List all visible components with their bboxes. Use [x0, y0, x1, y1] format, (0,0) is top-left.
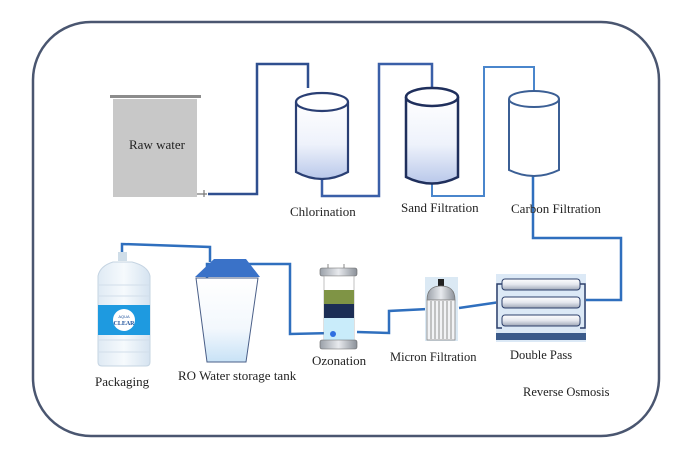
label-ro-storage: RO Water storage tank — [178, 368, 297, 383]
micron-filter — [425, 277, 458, 341]
carbon-filtration-vessel — [508, 90, 560, 177]
ro-storage-tank-lid — [195, 259, 260, 277]
label-chlorination: Chlorination — [290, 204, 356, 219]
bottle-brand-line2: CLEAR — [113, 321, 135, 327]
pipe-ro-to-micron — [458, 300, 501, 310]
ozonation-layer-green — [324, 290, 354, 304]
label-double-pass: Double Pass — [510, 348, 573, 362]
bottle-brand-line1: AQUA — [118, 314, 130, 319]
pipe-carbon-to-ro — [531, 176, 623, 302]
label-carbon-filtration: Carbon Filtration — [511, 201, 601, 216]
raw-water-tank-body — [113, 99, 197, 197]
label-reverse-osmosis: Reverse Osmosis — [523, 385, 610, 399]
label-packaging: Packaging — [95, 374, 150, 389]
pipe-storage-to-bottle — [120, 242, 212, 262]
ozonation-layer-water — [324, 318, 354, 340]
label-micron-filtration: Micron Filtration — [390, 350, 477, 364]
raw-water-outlet-valve — [197, 190, 207, 197]
label-sand-filtration: Sand Filtration — [401, 200, 479, 215]
ro-base — [496, 333, 586, 340]
ozonation-column — [319, 264, 358, 350]
ozonation-layer-navy — [324, 304, 354, 318]
diagram-border — [31, 20, 661, 438]
water-bottle: AQUA CLEAR — [97, 252, 151, 367]
ro-membrane-tube — [501, 278, 581, 291]
ro-storage-tank-body — [195, 277, 259, 363]
ro-storage-tank — [195, 259, 260, 363]
ro-membrane-tube — [501, 314, 581, 327]
sand-filtration-vessel — [404, 86, 460, 185]
label-raw-water: Raw water — [129, 137, 185, 152]
pipes — [120, 62, 623, 336]
double-pass-ro-unit — [496, 274, 586, 342]
ro-membrane-tube — [501, 296, 581, 309]
pipe-sand-to-carbon — [431, 66, 535, 197]
pipe-micron-to-ozonation — [356, 307, 429, 335]
pipe-chlorination-to-sand — [320, 62, 434, 198]
chlorination-vessel — [294, 91, 350, 181]
label-ozonation: Ozonation — [312, 353, 367, 368]
pipe-raw-to-chlorination — [208, 62, 310, 196]
raw-water-tank-lid — [110, 95, 201, 98]
raw-water-tank — [110, 95, 207, 197]
